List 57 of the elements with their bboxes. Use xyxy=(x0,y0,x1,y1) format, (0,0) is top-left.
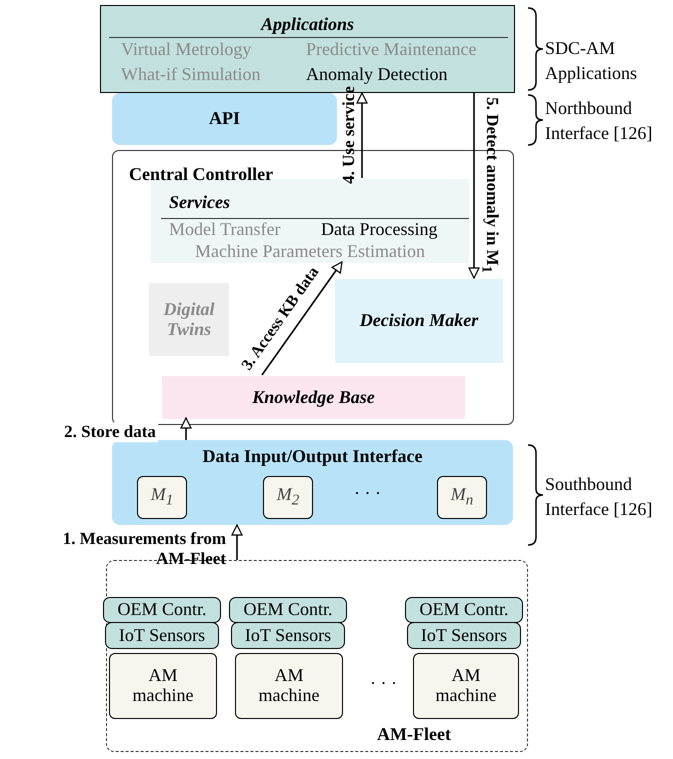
arrow xyxy=(468,93,480,279)
box-label: IoT Sensors xyxy=(420,626,508,646)
sensor-box xyxy=(407,622,521,649)
box-label: Digital Twins xyxy=(162,300,216,340)
box-label: M$_{n}$ xyxy=(450,485,474,510)
box-label: Decision Maker xyxy=(360,311,478,331)
box-label: AM machine xyxy=(132,666,194,706)
machine-box xyxy=(109,653,217,719)
list-item: Machine Parameters Estimation xyxy=(195,242,425,262)
box-title: Data Input/Output Interface xyxy=(202,447,422,467)
list-item: Data Processing xyxy=(321,220,438,240)
module-box xyxy=(162,376,465,419)
box-label: AM machine xyxy=(434,666,498,706)
api-layer xyxy=(112,93,337,145)
machine-model-box xyxy=(137,476,187,519)
box-title: AM-Fleet xyxy=(377,725,451,745)
box-label: M$_{2}$ xyxy=(276,485,300,510)
controller-box xyxy=(229,597,347,623)
sensor-box xyxy=(105,622,219,649)
box-label: AM machine xyxy=(258,666,320,706)
machine-model-box xyxy=(263,476,313,519)
arrow xyxy=(261,261,343,376)
edge-label: 2. Store data xyxy=(62,422,158,442)
list-item: Anomaly Detection xyxy=(306,65,448,85)
box-label: IoT Sensors xyxy=(118,626,206,646)
section-heading: Applications xyxy=(261,15,354,35)
interface-layer xyxy=(112,440,513,525)
box-label: OEM Contr. xyxy=(419,600,508,620)
machine-box xyxy=(413,653,519,719)
box-label: M$_{1}$ xyxy=(150,485,174,510)
controller-box xyxy=(405,597,523,623)
ellipsis: · · · xyxy=(370,673,397,694)
box-label: API xyxy=(209,109,240,129)
box-label: OEM Contr. xyxy=(117,600,206,620)
section-heading: Services xyxy=(169,193,230,213)
list-item: Model Transfer xyxy=(169,220,280,240)
brace-label: SDC-AM Applications xyxy=(545,37,638,86)
box-label: Knowledge Base xyxy=(252,388,375,408)
arrow xyxy=(356,92,368,178)
arrow xyxy=(231,524,243,560)
module-box xyxy=(335,279,503,363)
box-label: IoT Sensors xyxy=(244,626,332,646)
brace-label: Northbound Interface [126] xyxy=(545,97,654,146)
box-title: Central Controller xyxy=(129,165,274,185)
list-item: What-if Simulation xyxy=(121,65,260,85)
ellipsis: · · · xyxy=(354,483,381,504)
machine-box xyxy=(235,653,343,719)
machine-model-box xyxy=(437,476,487,519)
list-item: Virtual Metrology xyxy=(121,40,252,60)
arrow xyxy=(180,417,192,440)
brace-label: Southbound Interface [126] xyxy=(545,473,654,522)
list-item: Predictive Maintenance xyxy=(306,40,476,60)
edge-label: 4. Use service xyxy=(339,86,359,184)
sensor-box xyxy=(231,622,345,649)
edge-label: 1. Measurements from AM-Fleet xyxy=(62,529,226,568)
box-label: OEM Contr. xyxy=(243,600,332,620)
controller-box xyxy=(103,597,221,623)
